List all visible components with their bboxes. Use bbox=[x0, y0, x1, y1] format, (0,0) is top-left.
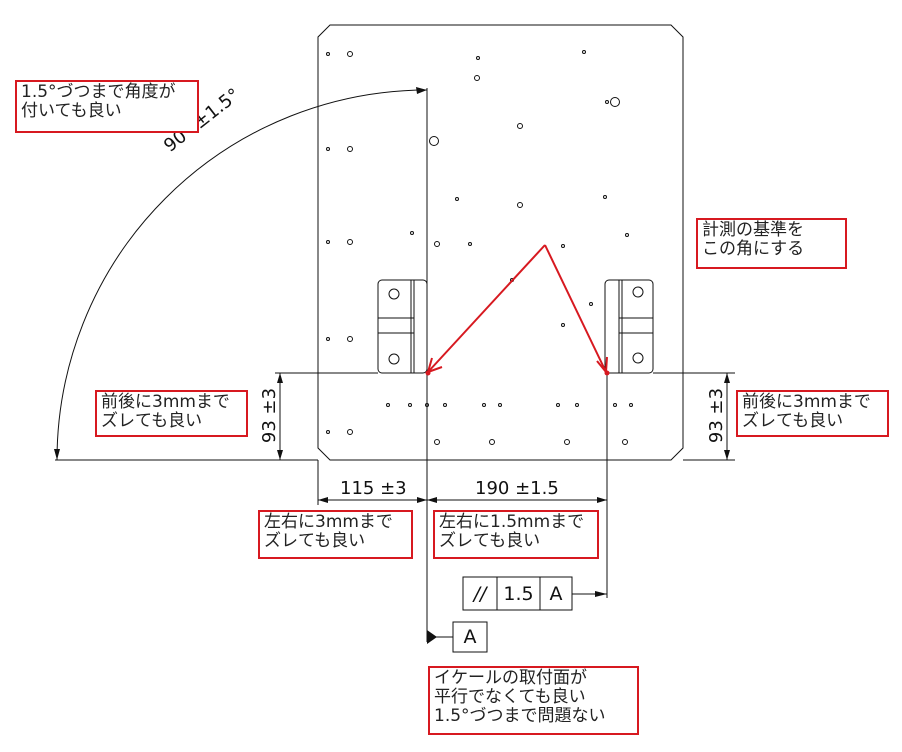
hole bbox=[625, 233, 629, 237]
note-lateral-1-5: 左右に1.5mmまでズレても良い bbox=[433, 510, 599, 559]
note-front-back-left: 前後に3mmまでズレても良い bbox=[95, 390, 248, 437]
left-offset-dimension: 93 ±3 bbox=[259, 387, 281, 444]
note-lateral-3: 左右に3mmまでズレても良い bbox=[258, 510, 413, 559]
hole bbox=[408, 403, 412, 407]
arrowheads bbox=[54, 87, 730, 644]
right-offset-dimension: 93 ±3 bbox=[706, 387, 728, 444]
hole bbox=[474, 75, 480, 81]
hole bbox=[326, 430, 330, 434]
hole bbox=[386, 403, 390, 407]
tolerance-datum: A bbox=[549, 582, 563, 605]
hole bbox=[429, 136, 439, 146]
hole bbox=[613, 403, 617, 407]
hole bbox=[489, 439, 495, 445]
left-bracket bbox=[377, 279, 428, 374]
hole bbox=[347, 146, 353, 152]
center-width-dimension: 190 ±1.5 bbox=[475, 478, 559, 499]
reference-arrows bbox=[427, 244, 608, 373]
hole bbox=[326, 147, 330, 151]
hole bbox=[622, 439, 628, 445]
tolerance-value: 1.5 bbox=[503, 582, 534, 605]
hole bbox=[517, 123, 523, 129]
hole bbox=[556, 403, 560, 407]
hole bbox=[629, 403, 633, 407]
hole bbox=[410, 231, 414, 235]
parallelism-symbol: // bbox=[473, 582, 487, 605]
hole bbox=[575, 403, 579, 407]
hole bbox=[561, 244, 565, 248]
hole bbox=[326, 337, 330, 341]
hole bbox=[603, 195, 607, 199]
hole bbox=[482, 403, 486, 407]
hole bbox=[326, 240, 330, 244]
datum-label: A bbox=[463, 626, 477, 648]
hole bbox=[589, 302, 593, 306]
hole bbox=[468, 242, 472, 246]
datum-triangle bbox=[427, 630, 437, 644]
hole bbox=[347, 51, 353, 57]
hole bbox=[443, 403, 447, 407]
hole bbox=[434, 439, 440, 445]
note-angle: 1.5°づつまで角度が付いても良い bbox=[15, 80, 199, 133]
hole bbox=[455, 197, 459, 201]
base-plate bbox=[317, 24, 684, 461]
hole bbox=[434, 241, 440, 247]
hole bbox=[561, 323, 565, 327]
right-bracket bbox=[604, 279, 654, 374]
angle-arc bbox=[56, 89, 428, 461]
hole bbox=[347, 336, 353, 342]
hole bbox=[425, 403, 429, 407]
hole bbox=[498, 403, 502, 407]
note-front-back-right: 前後に3mmまでズレても良い bbox=[736, 390, 889, 437]
hole bbox=[610, 97, 620, 107]
hole bbox=[517, 202, 523, 208]
hole bbox=[347, 429, 353, 435]
hole bbox=[582, 50, 586, 54]
plate-holes bbox=[326, 50, 633, 445]
hole bbox=[326, 52, 330, 56]
hole bbox=[347, 239, 353, 245]
note-reference: 計測の基準をこの角にする bbox=[696, 218, 847, 269]
hole bbox=[564, 439, 570, 445]
hole bbox=[605, 100, 609, 104]
left-width-dimension: 115 ±3 bbox=[340, 478, 407, 499]
hole bbox=[476, 56, 480, 60]
